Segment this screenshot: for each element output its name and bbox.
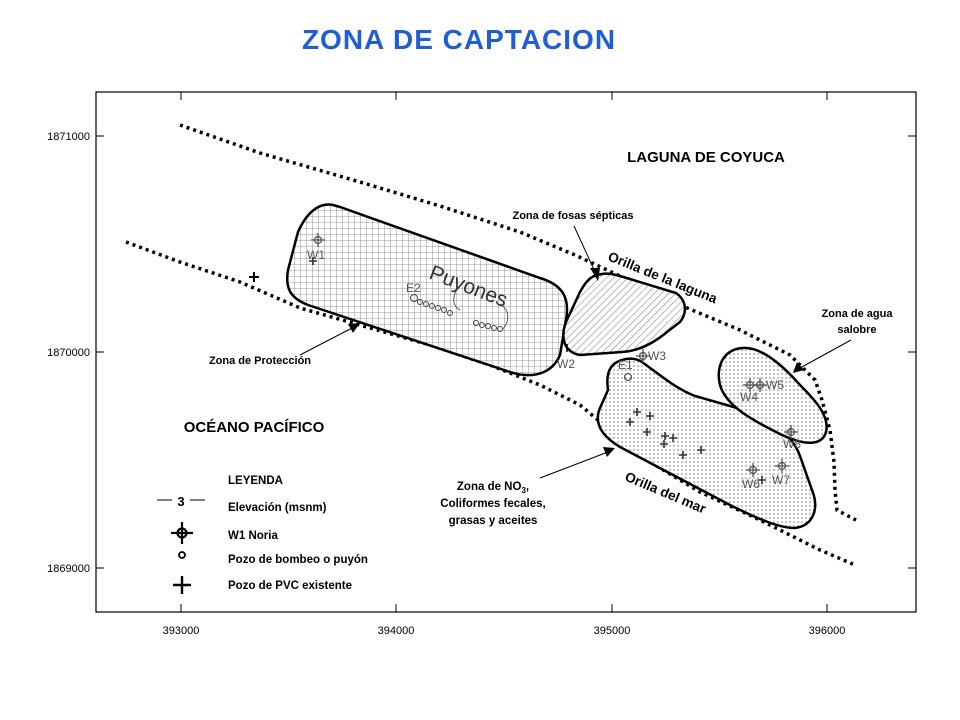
nitrate-annotation-3: grasas y aceites [449,515,538,527]
brackish-annotation-2: salobre [837,324,876,336]
well-label-e1: E1 [618,358,633,372]
y-tick-label: 1870000 [47,347,90,359]
protection-zone [286,203,569,377]
map-title: ZONA DE CAPTACION [301,24,617,55]
sea-shoreline [125,240,856,567]
well-label-w6: W6 [742,477,760,491]
septic-arrowhead [590,268,600,281]
well-label-w5: W5 [766,378,784,392]
x-tick-label: 394000 [378,625,415,637]
ocean-label: OCÉANO PACÍFICO [184,419,325,436]
y-tick-label: 1869000 [47,563,90,575]
y-tick-label: 1871000 [47,131,90,143]
well-label-w4: W4 [740,390,758,404]
x-tick-label: 396000 [809,625,846,637]
nitrate-annotation-2: Coliformes fecales, [440,498,545,510]
protection-leader [299,327,353,356]
bracket-left [453,287,461,311]
axis-ticks [96,92,916,612]
well-label-w8: W8 [783,437,801,451]
nitrate-leader [539,451,609,479]
septic-leader [573,225,597,275]
well-label-e2: E2 [406,281,421,295]
pvc-well-icon [173,576,191,594]
pumping-well-icon [178,551,186,559]
pumping-well-chain [410,294,503,332]
x-tick-label: 393000 [163,625,200,637]
legend-noria: W1 Noria [228,530,278,542]
brackish-annotation-1: Zona de agua [822,308,894,320]
well-label-w1: W1 [307,248,325,262]
x-tick-label: 395000 [594,625,631,637]
well-label-w3: W3 [648,349,666,363]
brackish-zone [717,346,828,444]
nitrate-zone [596,357,817,530]
noria-wells [311,233,798,477]
lagoon-label: LAGUNA DE COYUCA [627,149,785,166]
protection-arrowhead [348,323,360,333]
legend-title: LEYENDA [228,475,283,487]
legend-elevation: Elevación (msnm) [228,502,327,514]
protection-annotation: Zona de Protección [209,355,311,367]
legend-bombeo: Pozo de bombeo o puyón [228,554,368,566]
nitrate-annotation-1: Zona de NO3, [457,481,529,495]
nitrate-arrowhead [603,447,615,457]
pvc-wells [309,257,766,484]
well-label-w7: W7 [772,473,790,487]
brackish-leader [799,339,852,369]
septic-zone [562,272,687,357]
septic-annotation: Zona de fosas sépticas [512,210,633,222]
elevation-value: 3 [177,494,184,509]
brackish-arrowhead [793,362,804,373]
legend: LEYENDA 3 Elevación (msnm) W1 Noria Pozo… [157,475,368,594]
bracket-right [499,303,509,331]
well-label-w2: W2 [557,357,575,371]
legend-pvc: Pozo de PVC existente [228,580,352,592]
noria-icon [171,522,193,544]
lagoon-shoreline [179,123,857,522]
